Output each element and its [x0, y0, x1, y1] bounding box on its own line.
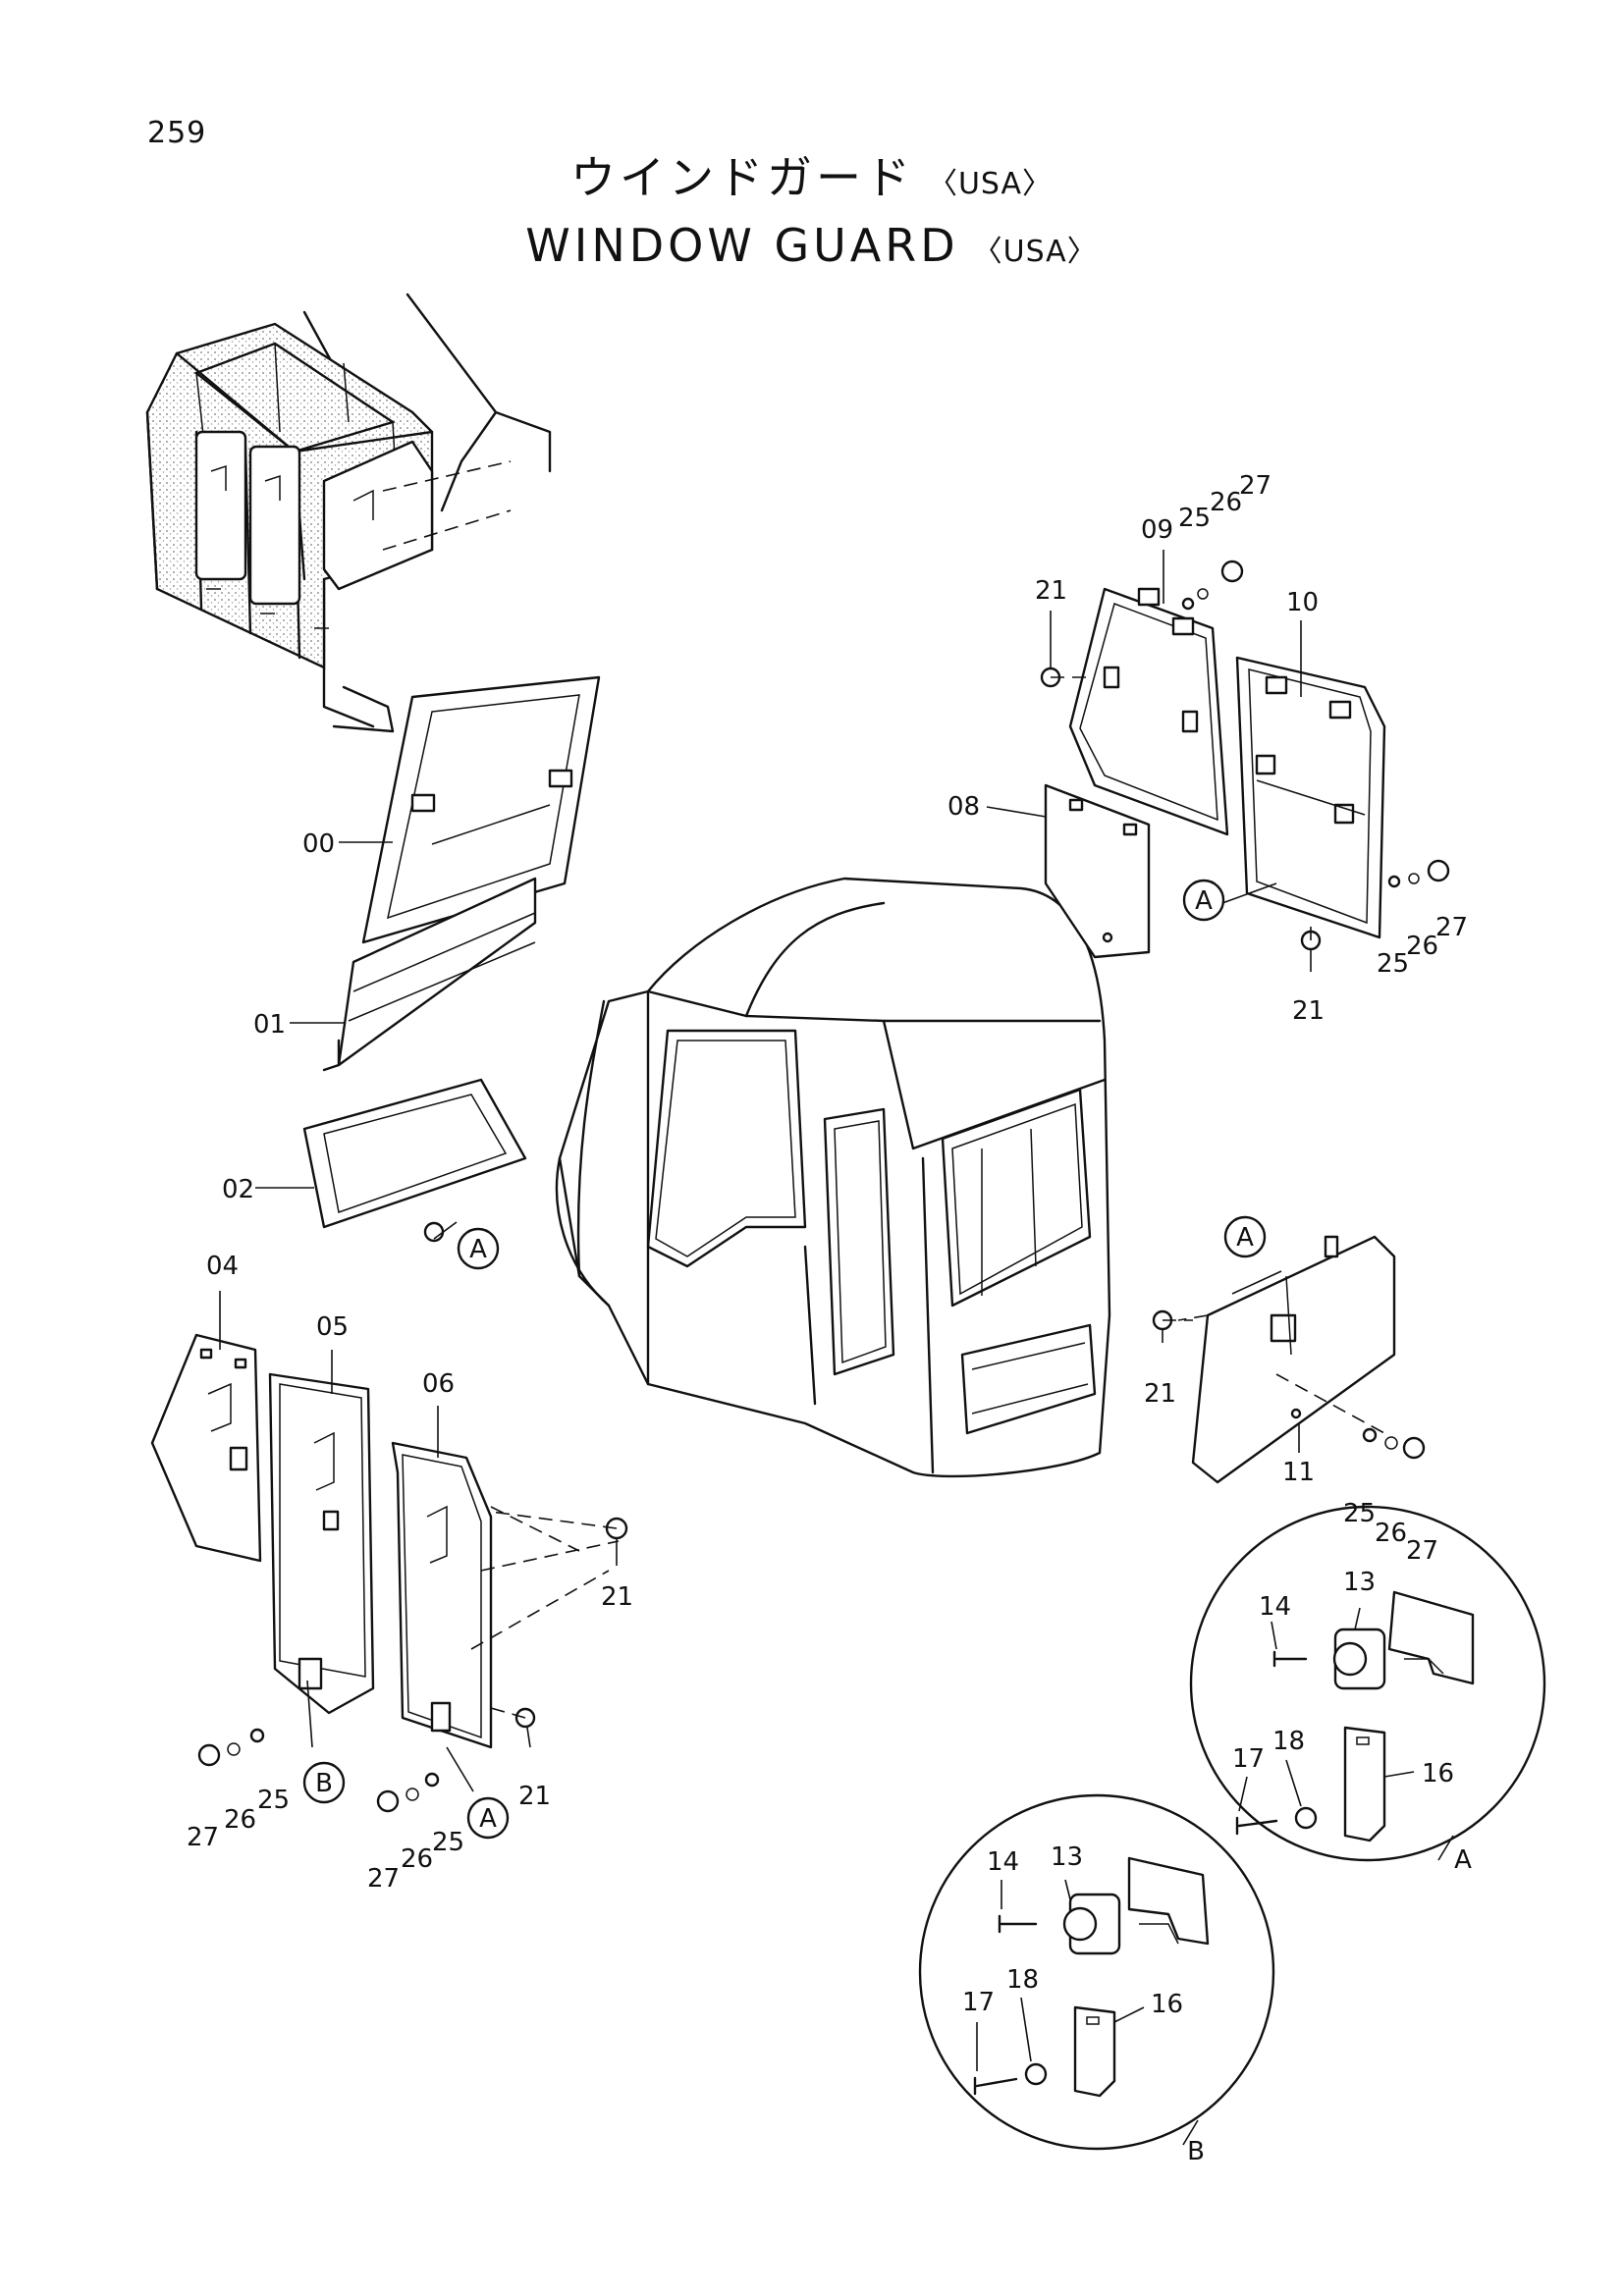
- page-title: ウインドガード〈USA〉 WINDOW GUARD〈USA〉: [0, 147, 1623, 283]
- callout-27-lower-mid: 27: [367, 1864, 400, 1894]
- callout-27-upper-right: 27: [1435, 913, 1468, 942]
- callout-14-detail-b: 14: [987, 1847, 1019, 1877]
- side-guard-05: [268, 1372, 375, 1715]
- callout-17-detail-a: 17: [1232, 1744, 1265, 1774]
- callout-09: 09: [1141, 515, 1173, 545]
- title-japanese-line: ウインドガード〈USA〉: [0, 147, 1623, 215]
- cab-main-drawing: [555, 877, 1111, 1478]
- callout-08: 08: [947, 792, 980, 822]
- marker-b-side-guard: B: [315, 1769, 333, 1798]
- callout-25-mid-right: 25: [1343, 1499, 1376, 1528]
- title-japanese-suffix: 〈USA〉: [927, 167, 1054, 201]
- detail-a-lock-assembly: [1189, 1505, 1546, 1862]
- callout-25-lower-mid: 25: [432, 1828, 464, 1857]
- title-english-line: WINDOW GUARD 〈USA〉: [0, 215, 1623, 283]
- front-guard-middle-01: [322, 877, 537, 1072]
- reference-markers: A A A B A A B: [302, 879, 1472, 2166]
- door-guard-08: [1044, 783, 1151, 959]
- door-guard-10: [1235, 656, 1386, 939]
- rear-guard-11: [1177, 1235, 1396, 1484]
- fastener-bolts: [197, 560, 1450, 1813]
- overview-cab-drawing: [145, 293, 552, 733]
- callout-11: 11: [1282, 1458, 1315, 1487]
- callout-16-detail-b: 16: [1151, 1990, 1183, 2019]
- callout-14-detail-a: 14: [1259, 1592, 1291, 1622]
- marker-a-rear-guard: A: [1236, 1223, 1254, 1253]
- callout-17-detail-b: 17: [962, 1988, 995, 2017]
- callout-21-upper-right: 21: [1292, 996, 1325, 1026]
- marker-a-side-guard: A: [479, 1804, 497, 1834]
- callout-21-lower-center: 21: [518, 1782, 551, 1811]
- side-guard-04: [150, 1333, 262, 1563]
- callout-26-upper-right: 26: [1406, 932, 1438, 961]
- title-english: WINDOW GUARD: [525, 219, 959, 272]
- callout-01: 01: [253, 1010, 286, 1040]
- callout-26-lower-left: 26: [224, 1805, 256, 1835]
- callout-26-top: 26: [1210, 488, 1242, 517]
- callout-18-detail-a: 18: [1272, 1727, 1305, 1756]
- callout-25-lower-left: 25: [257, 1786, 290, 1815]
- callout-13-detail-b: 13: [1051, 1842, 1083, 1872]
- callout-27-mid-right: 27: [1406, 1536, 1438, 1566]
- front-guard-upper-00: [361, 675, 601, 944]
- title-japanese: ウインドガード: [569, 151, 914, 204]
- leader-lines: [219, 550, 1454, 2146]
- detail-b-label: B: [1187, 2137, 1205, 2166]
- callout-02: 02: [222, 1175, 254, 1204]
- callout-26-lower-mid: 26: [401, 1844, 433, 1874]
- callout-25-upper-right: 25: [1377, 949, 1409, 979]
- callout-21-mid-right: 21: [1144, 1379, 1176, 1409]
- callout-00: 00: [302, 829, 335, 859]
- door-guard-09: [1068, 587, 1229, 836]
- marker-a-front-guard: A: [469, 1235, 487, 1264]
- callout-18-detail-b: 18: [1006, 1965, 1039, 1995]
- callout-10: 10: [1286, 588, 1319, 617]
- callout-27-lower-left: 27: [187, 1823, 219, 1852]
- callout-27-top: 27: [1239, 471, 1271, 501]
- callout-26-mid-right: 26: [1375, 1519, 1407, 1548]
- title-english-suffix: 〈USA〉: [972, 235, 1098, 269]
- callout-labels: 00 01 02 04 05 06 08 09 25 26 27 10 21 2…: [187, 471, 1468, 2019]
- callout-04: 04: [206, 1252, 239, 1281]
- callout-25-top: 25: [1178, 504, 1211, 533]
- callout-06: 06: [422, 1369, 455, 1399]
- front-guard-lower-02: [302, 1078, 527, 1243]
- callout-13-detail-a: 13: [1343, 1568, 1376, 1597]
- side-guard-06: [391, 1441, 620, 1749]
- callout-21-center: 21: [601, 1582, 633, 1612]
- callout-05: 05: [316, 1312, 349, 1342]
- detail-a-label: A: [1454, 1845, 1472, 1875]
- page-number: 259: [147, 116, 207, 150]
- marker-a-door-guard: A: [1195, 886, 1213, 916]
- callout-21-upper-left: 21: [1035, 576, 1067, 606]
- detail-b-lock-assembly: [918, 1793, 1275, 2151]
- callout-16-detail-a: 16: [1422, 1759, 1454, 1789]
